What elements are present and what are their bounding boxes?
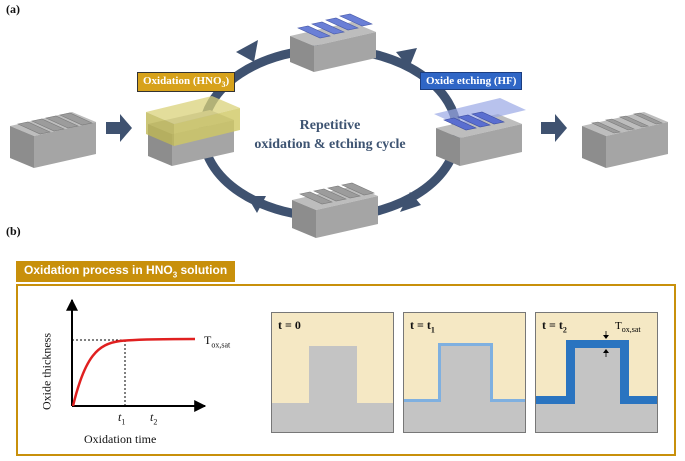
sat-thickness-label: Tox,sat	[615, 320, 641, 335]
etching-tag: Oxide etching (HF)	[420, 72, 523, 90]
step-panel-t0: t = 0	[271, 312, 394, 433]
fin-block-top	[290, 13, 376, 72]
cycle-arrow-head-top-right	[396, 48, 417, 68]
cycle-diagram	[10, 13, 668, 238]
panel-b-label: (b)	[6, 224, 21, 238]
fin-block-oxidized	[146, 96, 240, 166]
step-label: t = t2	[542, 318, 567, 335]
panel-a-label: (a)	[6, 2, 20, 16]
y-axis-label: Oxide thickness	[39, 333, 54, 410]
substrate	[272, 403, 393, 432]
output-arrow	[541, 114, 567, 142]
thickness-graph	[66, 298, 207, 412]
panel-b-header: Oxidation process in HNO3 solution	[16, 261, 236, 283]
step-label: t = t1	[410, 318, 435, 335]
cycle-text-line1: Repetitive	[299, 118, 361, 133]
step-panel-t1: t = t1	[403, 312, 526, 433]
cycle-arrow-head-bottom-right	[400, 192, 421, 212]
t2-label: t2	[150, 410, 158, 427]
sat-label: Tox,sat	[204, 333, 231, 350]
step-panel-t2: t = t2 Tox,sat	[535, 312, 658, 433]
fin	[309, 346, 357, 404]
fin-block-final	[582, 112, 668, 168]
cycle-center-text: Repetitive oxidation & etching cycle	[230, 116, 430, 154]
input-arrow	[106, 114, 132, 142]
t1-label: t1	[118, 410, 126, 427]
silicon	[404, 346, 525, 432]
cycle-arrow-head-top-left	[236, 40, 258, 62]
oxidation-tag: Oxidation (HNO3)	[137, 72, 236, 93]
fin-block-etching	[434, 98, 526, 166]
silicon	[536, 348, 657, 432]
cycle-text-line2: oxidation & etching cycle	[254, 137, 406, 152]
fin-block-bottom	[292, 182, 378, 238]
step-label: t = 0	[278, 318, 301, 332]
fin-block-initial	[10, 112, 96, 168]
x-axis-label: Oxidation time	[84, 432, 157, 446]
cycle-arrow-head-bottom-left	[247, 196, 266, 213]
thickness-curve	[71, 337, 196, 407]
